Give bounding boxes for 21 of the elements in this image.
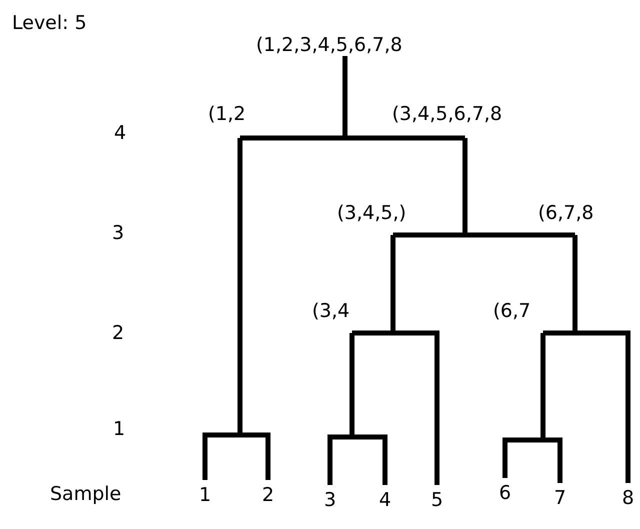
cluster-label: (1,2 [208,103,246,125]
sample-number: 8 [622,487,634,509]
sample-number: 7 [554,487,566,509]
sample-number: 5 [430,489,444,511]
cluster-label: (6,7 [493,300,531,322]
level-label: Level: 5 [12,12,87,34]
sample-number: 1 [198,484,212,506]
sample-number: 6 [498,482,512,504]
level-label: 1 [113,418,126,440]
cluster-label: (3,4,5,6,7,8 [392,103,502,125]
level-label: 4 [114,122,126,144]
axis-label: Sample [50,483,122,505]
level-label: 3 [112,222,124,244]
cluster-label: (3,4 [312,300,350,322]
sample-number: 3 [324,489,336,511]
sample-number: 2 [262,484,274,506]
cluster-label: (3,4,5,) [337,202,406,224]
cluster-label: (6,7,8 [538,202,594,224]
sample-number: 4 [378,489,392,511]
cluster-label: (1,2,3,4,5,6,7,8 [256,34,402,56]
level-label: 2 [112,322,124,344]
